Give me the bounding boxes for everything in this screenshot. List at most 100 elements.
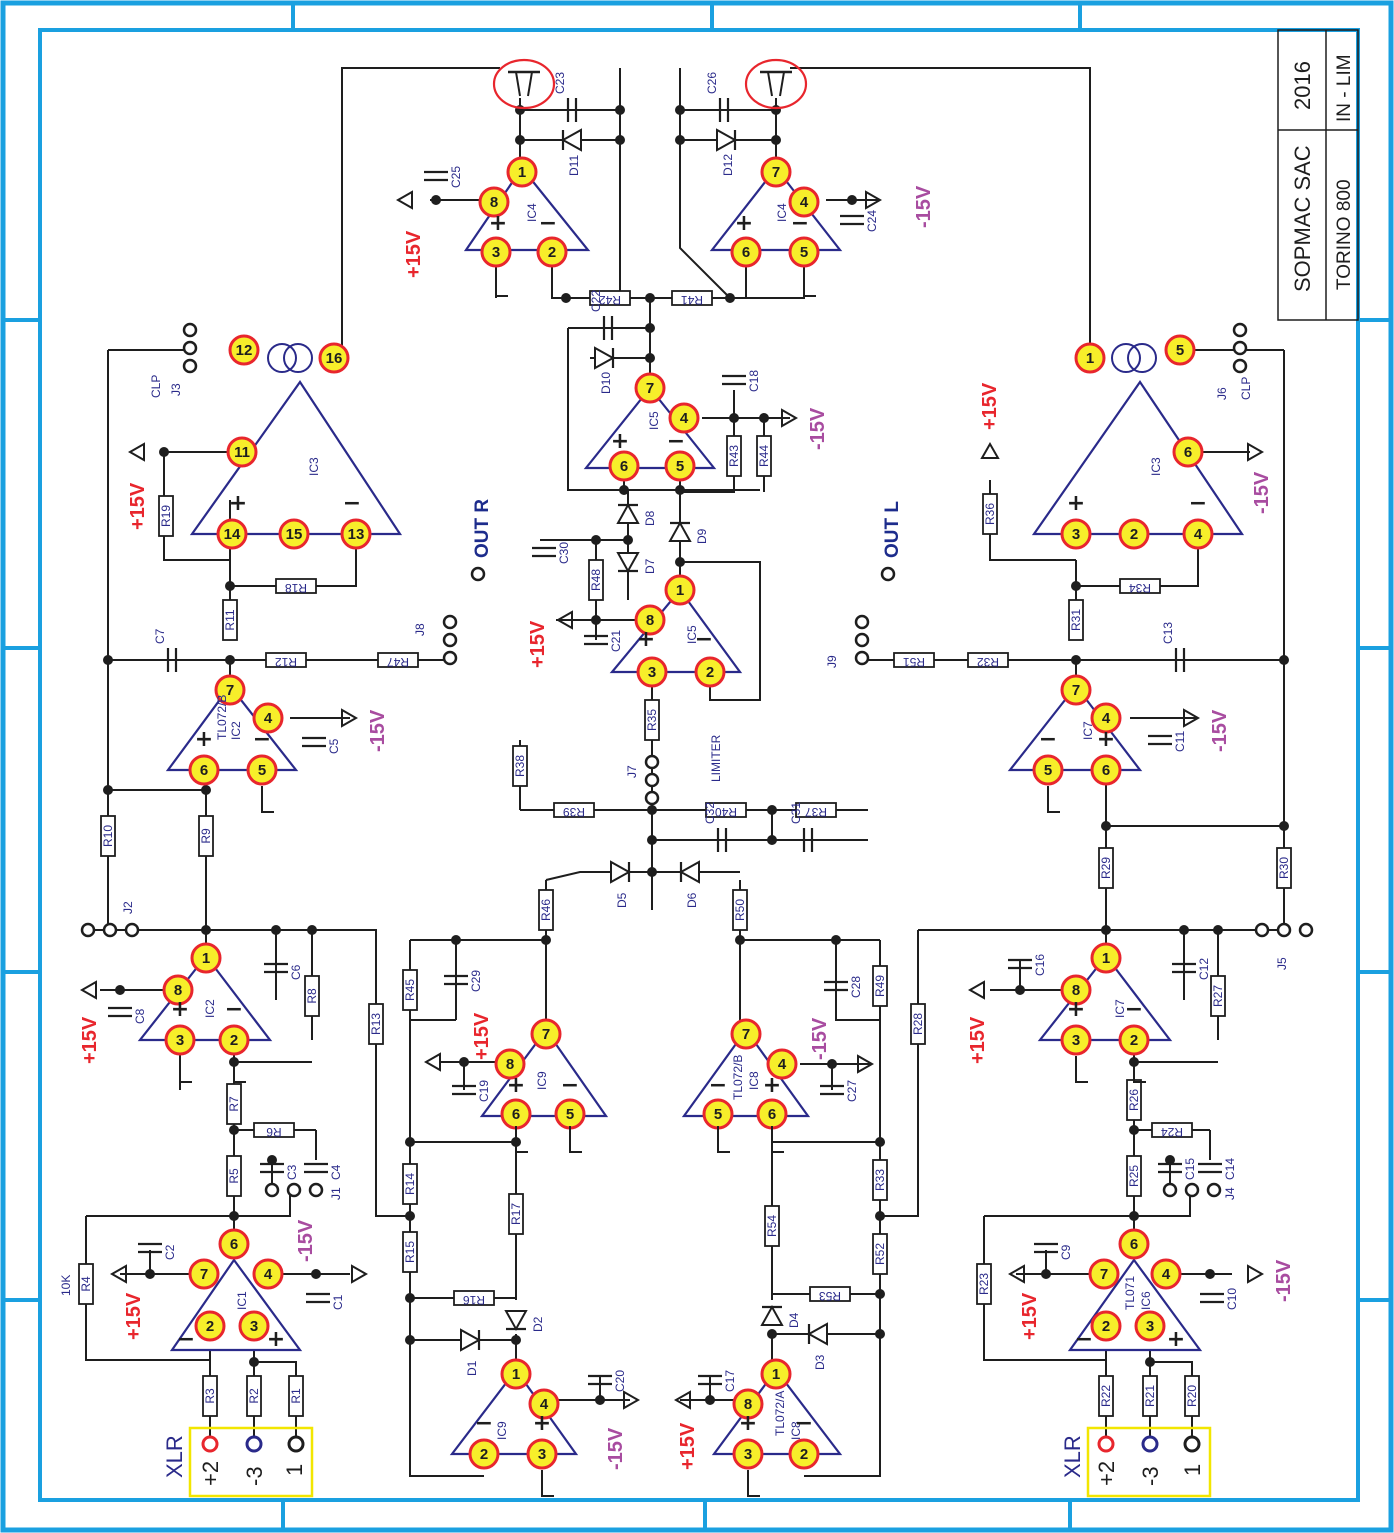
junction-dot: [623, 535, 633, 545]
opamp-pin: [1060, 518, 1092, 550]
resistor: [705, 802, 747, 818]
capacitor-label: C18: [747, 370, 761, 392]
opamp-pin: [214, 674, 246, 706]
resistor-label: R1: [289, 1388, 303, 1404]
capacitor-label: C9: [1059, 1244, 1073, 1260]
junction-dot: [675, 485, 685, 495]
pin-number: 2: [800, 1446, 808, 1463]
polarity-mark: −: [225, 997, 243, 1022]
resistor: [275, 578, 317, 594]
junction-dot: [225, 655, 235, 665]
resistor: [265, 652, 307, 668]
supply-arrow-icon: [623, 1390, 641, 1410]
component-label: J6: [1215, 387, 1229, 400]
junction-dot: [645, 293, 655, 303]
diode-label: D4: [787, 1312, 801, 1328]
transistors-and-jacks: [79, 58, 1314, 1497]
xlr-pin-gnd: 1: [282, 1464, 307, 1476]
junction-dot: [875, 1289, 885, 1299]
ground-icon: [541, 1470, 554, 1497]
polarity-mark: −: [709, 1073, 727, 1098]
capacitor-label: C3: [285, 1164, 299, 1180]
junction-dot: [1101, 821, 1111, 831]
resistor-label: R33: [873, 1169, 887, 1191]
opamp-pin: [188, 754, 220, 786]
pin-number: 2: [1130, 1032, 1138, 1049]
resistor-label: R41: [681, 293, 703, 307]
opamp-pin: [478, 186, 510, 218]
resistor: [78, 1263, 94, 1305]
resistor-label: R35: [645, 709, 659, 731]
junction-dot: [267, 1155, 277, 1165]
jack-icon: [308, 1182, 324, 1198]
resistor-label: R53: [819, 1289, 841, 1303]
junction-dot: [645, 353, 655, 363]
opamp-pin: [228, 334, 260, 366]
resistor: [158, 495, 174, 537]
diode-icon: [504, 1310, 528, 1332]
resistor: [910, 1003, 926, 1045]
supply-arrow-icon: [857, 1054, 875, 1074]
polarity-mark: +: [267, 1327, 285, 1352]
junction-dot: [647, 867, 657, 877]
component-label: IC5: [647, 411, 661, 430]
pin-number: 7: [226, 682, 234, 699]
pin-number: 5: [800, 244, 808, 261]
capacitor-label: C2: [163, 1244, 177, 1260]
pin-number: 7: [646, 380, 654, 397]
opamp-ic3-left: [1031, 380, 1245, 536]
component-label: IC4: [775, 203, 789, 222]
junction-dot: [159, 447, 169, 457]
pin-number: 4: [800, 194, 809, 211]
xlr-pin: [245, 1435, 263, 1453]
pin-number: 3: [744, 1446, 752, 1463]
opamp-pin: [278, 518, 310, 550]
wire: [545, 871, 740, 881]
polarity-mark: −: [177, 1327, 195, 1352]
wire: [567, 328, 620, 491]
model-name: TORINO 800: [1334, 179, 1355, 290]
resistor-label: R19: [159, 505, 173, 527]
diode-icon: [668, 520, 692, 542]
opamp-pin: [1164, 334, 1196, 366]
diode-icon: [610, 860, 632, 884]
pin-number: 16: [326, 350, 343, 367]
polarity-mark: +: [1067, 997, 1085, 1022]
pin-number: 6: [620, 458, 628, 475]
junction-dot: [1279, 655, 1289, 665]
junction-dot: [459, 1057, 469, 1067]
opamp-pin: [766, 1048, 798, 1080]
resistor: [756, 435, 772, 477]
capacitor-label: C28: [849, 976, 863, 998]
junction-dot: [451, 935, 461, 945]
junction-dot: [619, 485, 629, 495]
junction-dot: [767, 805, 777, 815]
wire: [230, 548, 357, 587]
component-label: J9: [825, 655, 839, 668]
component-label: TL072/A: [773, 1391, 787, 1436]
resistor-label: R20: [1185, 1385, 1199, 1407]
ground-icon: [747, 1470, 760, 1497]
opamp-pin: [246, 754, 278, 786]
diode-icon: [760, 1304, 784, 1326]
junction-dot: [103, 655, 113, 665]
opamp-pin: [730, 1018, 762, 1050]
transformer-icon: [267, 343, 297, 373]
resistor: [1151, 1122, 1193, 1138]
junction-dot: [591, 535, 601, 545]
diode-label: D1: [465, 1360, 479, 1376]
junction-dot: [405, 1211, 415, 1221]
capacitor-label: C20: [613, 1370, 627, 1392]
frame-border: [38, 28, 1360, 1502]
junction-dot: [431, 195, 441, 205]
jack-icon: [124, 922, 140, 938]
pin-number: 7: [1072, 682, 1080, 699]
pin-number: 8: [174, 982, 182, 999]
resistor: [377, 652, 419, 668]
capacitor-label: C7: [153, 628, 167, 644]
opamp-pin: [608, 450, 640, 482]
resistor-label: R44: [757, 445, 771, 467]
component-label: IC7: [1081, 721, 1095, 740]
resistor: [1142, 1375, 1158, 1417]
